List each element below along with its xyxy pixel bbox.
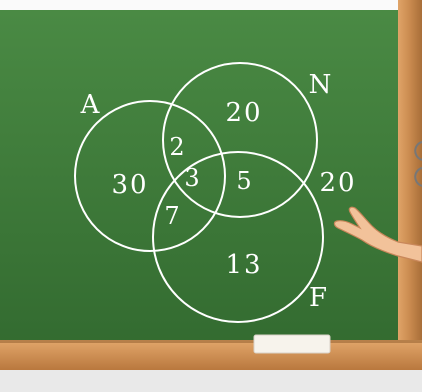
chalk-tray	[0, 340, 422, 370]
set-label-a: A	[80, 90, 101, 120]
region-n-and-f: 5	[236, 167, 251, 195]
region-f-only: 13	[225, 250, 262, 280]
region-a-n-f: 3	[184, 164, 199, 192]
set-label-f: F	[309, 283, 327, 313]
region-a-and-f: 7	[164, 202, 179, 230]
region-a-and-n: 2	[169, 133, 184, 161]
region-outside: 20	[319, 168, 356, 198]
region-n-only: 20	[225, 98, 262, 128]
region-a-only: 30	[111, 170, 148, 200]
eraser-icon	[254, 335, 330, 353]
frame-right	[398, 0, 422, 350]
set-label-n: N	[309, 70, 332, 100]
